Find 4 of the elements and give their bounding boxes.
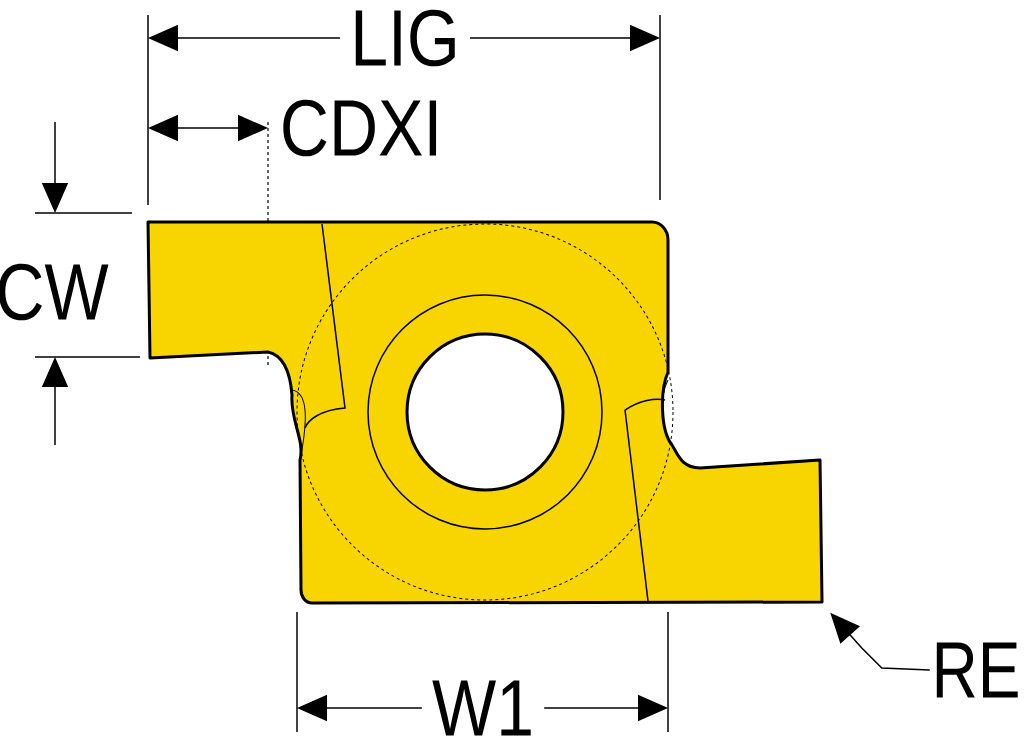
callout-label: RE xyxy=(936,642,1018,698)
dimension-label: LIG xyxy=(340,7,470,69)
dimension-label: W1 xyxy=(421,678,545,738)
insert-drawing xyxy=(146,220,824,605)
